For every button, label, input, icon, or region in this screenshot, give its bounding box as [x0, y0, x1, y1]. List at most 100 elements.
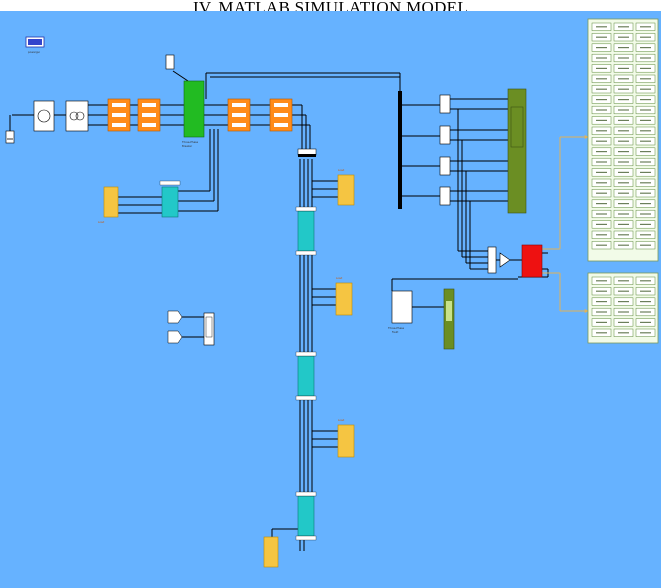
- display-cell-value: [618, 140, 629, 142]
- display-cell-value: [596, 192, 607, 194]
- display-cell-value: [596, 67, 607, 69]
- display-cell-value: [596, 88, 607, 90]
- display-cell-value: [618, 332, 629, 334]
- display-cell-value: [640, 182, 651, 184]
- measurement-block[interactable]: [439, 156, 451, 176]
- display-cell-value: [618, 290, 629, 292]
- display-cell-value: [640, 301, 651, 303]
- display-cell-value: [618, 130, 629, 132]
- display-cell-value: [640, 57, 651, 59]
- transmission-line-block[interactable]: [269, 98, 293, 132]
- display-cell-value: [596, 301, 607, 303]
- display-cell-value: [618, 301, 629, 303]
- display-cell-value: [596, 234, 607, 236]
- powergui-block[interactable]: powergui: [25, 36, 45, 54]
- display-cell-value: [640, 332, 651, 334]
- load-block[interactable]: Load: [98, 186, 119, 224]
- display-cell-value: [596, 140, 607, 142]
- display-cell-value: [618, 57, 629, 59]
- transmission-line-block[interactable]: [107, 98, 131, 132]
- three-phase-source-block[interactable]: [33, 100, 55, 132]
- display-cell-value: [618, 321, 629, 323]
- page-heading: IV. MATLAB SIMULATION MODEL: [0, 0, 661, 14]
- display-cell-value: [596, 130, 607, 132]
- display-cell-value: [596, 203, 607, 205]
- svg-text:Breaker: Breaker: [182, 144, 193, 148]
- olive-scope-block[interactable]: [443, 288, 455, 350]
- display-cell-value: [640, 161, 651, 163]
- display-cell-value: [618, 203, 629, 205]
- display-cell-value: [618, 244, 629, 246]
- load-block[interactable]: Load: [337, 418, 355, 458]
- signal-wires: [9, 70, 549, 551]
- goto-block[interactable]: [167, 310, 183, 344]
- transmission-line-block[interactable]: [227, 98, 251, 132]
- display-cell-value: [640, 192, 651, 194]
- svg-text:Load: Load: [336, 276, 343, 280]
- bus-bar: [297, 148, 317, 157]
- display-cell-value: [640, 213, 651, 215]
- measurement-block[interactable]: [439, 125, 451, 145]
- mux-block[interactable]: [487, 246, 511, 274]
- load-block[interactable]: [263, 536, 279, 568]
- display-cell-value: [640, 88, 651, 90]
- display-cell-value: [618, 47, 629, 49]
- display-cell-value: [596, 99, 607, 101]
- display-cell-value: [596, 171, 607, 173]
- display-cell-value: [596, 26, 607, 28]
- display-cell-value: [596, 119, 607, 121]
- display-cell-value: [618, 151, 629, 153]
- cyan-line-block[interactable]: [295, 491, 317, 541]
- display-cell-value: [618, 213, 629, 215]
- svg-text:Load: Load: [338, 168, 345, 172]
- display-cell-value: [640, 223, 651, 225]
- display-cell-value: [618, 99, 629, 101]
- display-cell-value: [596, 47, 607, 49]
- display-cell-value: [596, 57, 607, 59]
- simulink-model-canvas[interactable]: powergui Three-Phase Breaker: [0, 11, 661, 588]
- svg-text:Fault: Fault: [392, 330, 398, 334]
- display-cell-value: [596, 280, 607, 282]
- measurement-block[interactable]: [439, 186, 451, 206]
- display-cell-value: [640, 119, 651, 121]
- display-cell-value: [596, 332, 607, 334]
- display-cell-value: [640, 244, 651, 246]
- display-cell-value: [640, 130, 651, 132]
- load-block[interactable]: Load: [335, 276, 353, 316]
- display-cell-value: [640, 151, 651, 153]
- three-phase-breaker-block[interactable]: Three-Phase Breaker: [182, 80, 205, 148]
- display-panel-top[interactable]: [587, 18, 659, 262]
- scope-icon[interactable]: [203, 312, 215, 346]
- load-block[interactable]: Load: [337, 168, 355, 206]
- display-cell-value: [640, 99, 651, 101]
- display-cell-value: [640, 67, 651, 69]
- constant-block[interactable]: [165, 54, 175, 70]
- display-cell-value: [618, 78, 629, 80]
- display-panel-bottom[interactable]: [587, 272, 659, 344]
- display-cell-value: [618, 88, 629, 90]
- display-cell-value: [640, 26, 651, 28]
- display-cell-value: [618, 67, 629, 69]
- display-cell-value: [640, 78, 651, 80]
- measurement-block[interactable]: [439, 94, 451, 114]
- olive-scope-block[interactable]: [507, 88, 527, 214]
- display-cell-value: [618, 280, 629, 282]
- three-phase-fault-block[interactable]: Three-Phase Fault: [388, 290, 413, 334]
- display-cell-value: [596, 213, 607, 215]
- display-cell-value: [596, 321, 607, 323]
- output-wires: [542, 135, 589, 313]
- display-cell-value: [640, 290, 651, 292]
- transformer-block[interactable]: [65, 100, 89, 132]
- display-cell-value: [618, 192, 629, 194]
- display-cell-value: [596, 311, 607, 313]
- display-cell-value: [596, 244, 607, 246]
- display-cell-value: [618, 171, 629, 173]
- cyan-line-block[interactable]: [295, 351, 317, 401]
- display-cell-value: [640, 47, 651, 49]
- display-cell-value: [618, 119, 629, 121]
- transmission-line-block[interactable]: [137, 98, 161, 132]
- demux-block[interactable]: [398, 91, 402, 209]
- cyan-line-block[interactable]: [295, 206, 317, 256]
- cyan-line-block[interactable]: [159, 180, 181, 218]
- fault-detection-block[interactable]: [521, 244, 543, 278]
